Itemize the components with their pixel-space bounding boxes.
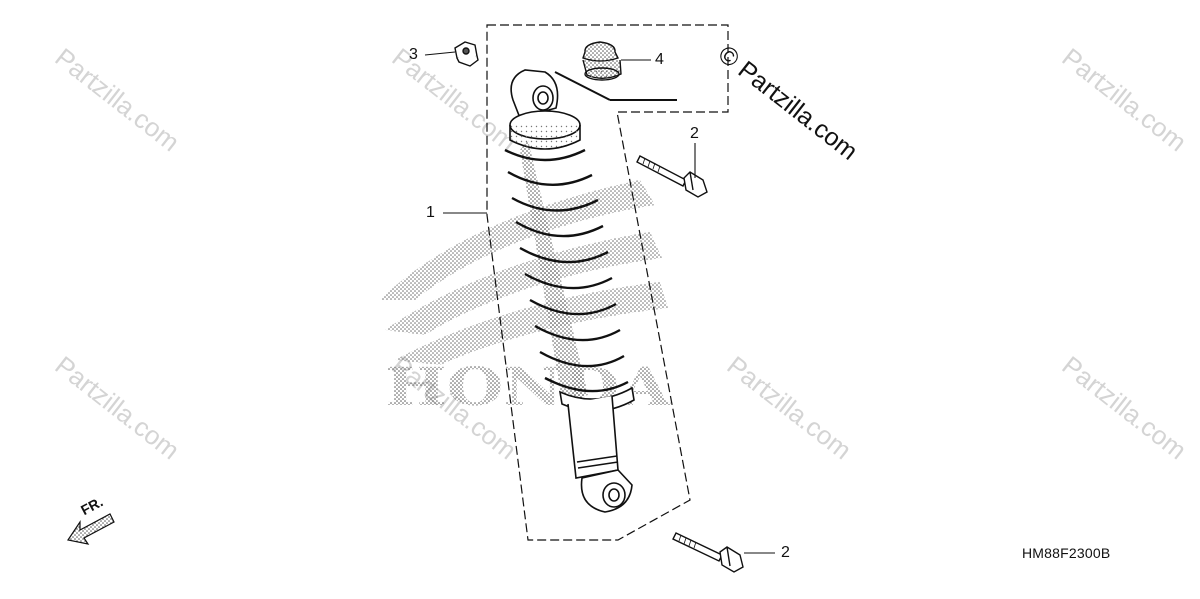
bolt-lower [672,532,744,573]
front-direction-arrow [67,513,115,545]
leader-lines [424,51,775,554]
bump-stop-rubber [554,41,677,101]
callout-3: 3 [409,46,418,63]
honda-wing-logo [380,180,668,365]
honda-brand-text: HONDA [385,357,671,418]
shock-absorber [504,69,635,513]
callout-4: 4 [655,51,664,68]
nut [454,41,479,67]
callout-2-upper: 2 [690,125,699,142]
bolt-upper [636,155,708,198]
callout-1: 1 [426,204,435,221]
diagram-code: HM88F2300B [1022,545,1111,561]
assembly-boundary [486,24,729,541]
callout-2-lower: 2 [781,544,790,561]
